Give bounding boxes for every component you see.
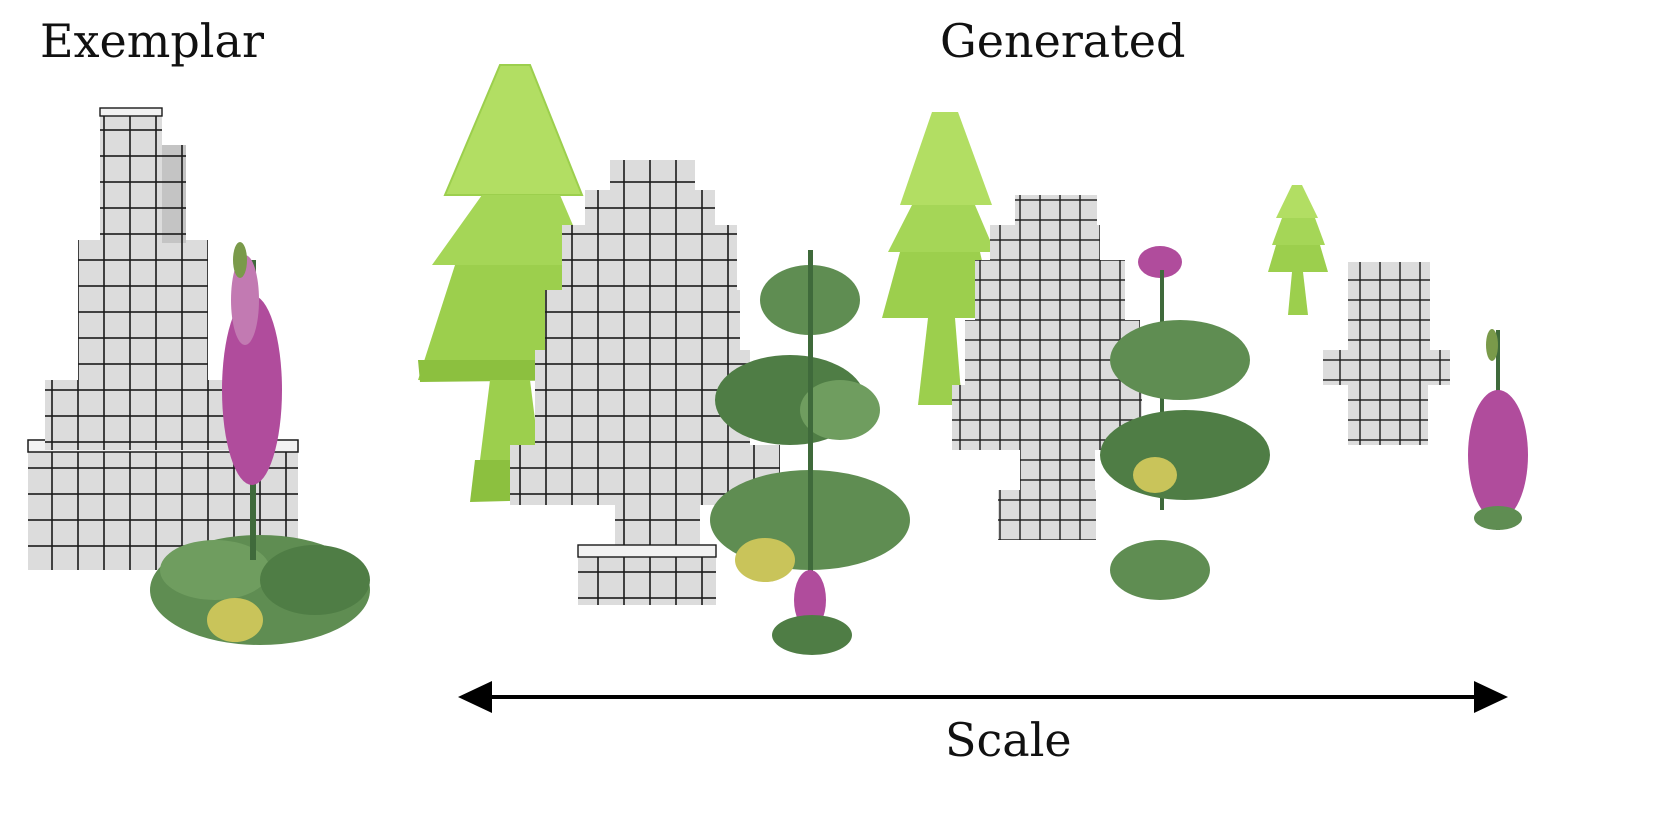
generated-plant-small (1468, 329, 1528, 530)
generated-building-small (1323, 262, 1450, 445)
generated-plant-medium (1100, 246, 1270, 600)
generated-building-large (510, 160, 780, 605)
generated-plant-large (710, 250, 910, 655)
exemplar-label: Exemplar (40, 14, 264, 68)
generated-tree-small (1268, 185, 1328, 315)
exemplar-plant (150, 242, 370, 645)
generated-label: Generated (940, 14, 1186, 68)
scale-arrow-icon (458, 681, 1508, 713)
scale-label: Scale (945, 713, 1072, 767)
generated-tree-medium (882, 112, 995, 405)
generated-building-medium (952, 195, 1142, 540)
